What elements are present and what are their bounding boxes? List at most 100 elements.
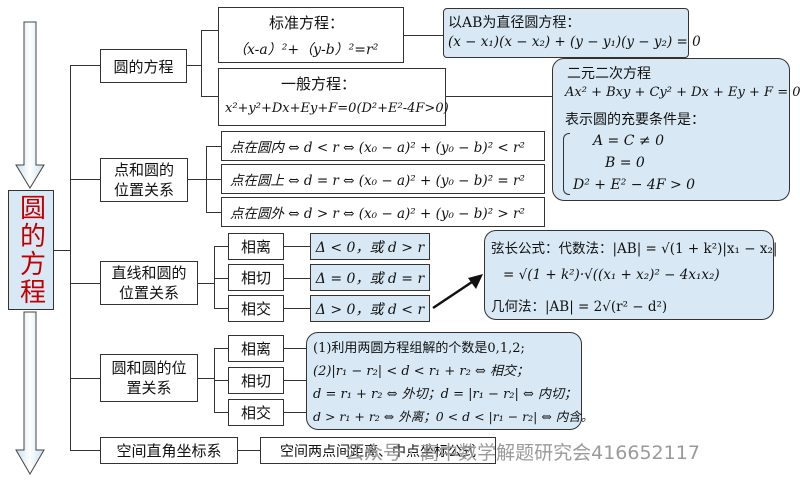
standard-title: 标准方程： bbox=[269, 14, 345, 32]
quad-condition: 表示圆的充要条件是： bbox=[565, 112, 705, 128]
standard-equation-box: 标准方程： （x-a）²+（y-b）²=r² bbox=[218, 7, 404, 63]
watermark: 公众号 · 高中数学解题研究会416652117 bbox=[345, 442, 700, 464]
connector bbox=[284, 380, 306, 382]
line-sep: 相离 bbox=[240, 238, 271, 256]
connector bbox=[70, 450, 100, 452]
root-node: 圆的方程 bbox=[8, 190, 54, 310]
connector bbox=[201, 96, 219, 98]
node-label: 位置关系 bbox=[113, 181, 174, 199]
space-formula: 空间两点间距离、中点坐标公式 bbox=[280, 443, 476, 460]
quad-title: 二元二次方程 bbox=[567, 66, 651, 82]
connector bbox=[187, 65, 201, 67]
line-sep-box: 相离 bbox=[228, 233, 284, 260]
connector bbox=[404, 35, 444, 37]
connector bbox=[284, 278, 310, 280]
line-tan: 相切 bbox=[240, 269, 271, 287]
connector bbox=[214, 246, 228, 248]
chord-line-2: = √(1 + k²)·√((x₁ + x₂)² − 4x₁x₂) bbox=[503, 267, 720, 283]
node-line-circle: 直线和圆的 位置关系 bbox=[100, 261, 198, 305]
connector bbox=[214, 412, 228, 414]
diameter-equation-box: 以AB为直径圆方程： (x − x₁)(x − x₂) + (y − y₁)(y… bbox=[443, 8, 701, 58]
connector bbox=[284, 348, 306, 350]
connector bbox=[206, 146, 222, 148]
connector bbox=[284, 308, 310, 310]
cc-note-3: d = r₁ + r₂ ⇔ 外切；d = |r₁ − r₂| ⇔ 内切； bbox=[313, 387, 578, 402]
connector bbox=[284, 246, 310, 248]
cc-sep: 相离 bbox=[240, 340, 271, 358]
connector bbox=[238, 450, 260, 452]
chord-length-box: 弦长公式：代数法：|AB| = √(1 + k²)|x₁ − x₂| = √(1… bbox=[484, 230, 778, 320]
standard-eq: （x-a）²+（y-b）²=r² bbox=[233, 42, 379, 58]
chord-line-1: 弦长公式：代数法：|AB| = √(1 + k²)|x₁ − x₂| bbox=[491, 241, 778, 257]
connector bbox=[214, 308, 228, 310]
point-inside: 点在圆内 ⇔ d < r ⇔ (x₀ − a)² + (y₀ − b)² < r… bbox=[230, 140, 525, 156]
point-outside: 点在圆外 ⇔ d > r ⇔ (x₀ − a)² + (y₀ − b)² > r… bbox=[230, 206, 525, 222]
node-circle-circle: 圆和圆的位 置关系 bbox=[100, 354, 198, 402]
diameter-title: 以AB为直径圆方程： bbox=[448, 15, 581, 31]
line-sep-cond: Δ < 0，或 d > r bbox=[315, 239, 425, 256]
connector bbox=[70, 179, 100, 181]
line-tan-cond: Δ = 0，或 d = r bbox=[315, 270, 425, 287]
diameter-eq: (x − x₁)(x − x₂) + (y − y₁)(y − y₂) = 0 bbox=[448, 34, 701, 50]
node-label: 置关系 bbox=[126, 379, 172, 397]
cc-tan-box: 相切 bbox=[228, 367, 284, 394]
general-equation-box: 一般方程： x²+y²+Dx+Ey+F=0(D²+E²-4F>0) bbox=[218, 68, 449, 126]
node-label: 圆的方程 bbox=[113, 57, 174, 76]
connector bbox=[214, 246, 216, 308]
connector bbox=[70, 65, 72, 451]
node-space-coordinates: 空间直角坐标系 bbox=[100, 437, 238, 464]
general-title: 一般方程： bbox=[281, 75, 357, 93]
quadratic-condition-box: 二元二次方程 Ax² + Bxy + Cy² + Dx + Ey + F = 0… bbox=[552, 58, 800, 201]
connector bbox=[188, 179, 206, 181]
cc-tan: 相切 bbox=[240, 372, 271, 390]
cc-sep-box: 相离 bbox=[228, 335, 284, 362]
connector bbox=[214, 278, 228, 280]
connector bbox=[198, 283, 214, 285]
line-int-cond-box: Δ > 0，或 d < r bbox=[310, 295, 430, 322]
line-int-cond: Δ > 0，或 d < r bbox=[315, 301, 425, 318]
cc-note-1: (1)利用两圆方程组解的个数是0,1,2; bbox=[313, 341, 525, 356]
line-tan-box: 相切 bbox=[228, 264, 284, 291]
root-label: 圆的方程 bbox=[15, 194, 46, 306]
quad-eq: Ax² + Bxy + Cy² + Dx + Ey + F = 0 bbox=[565, 85, 800, 100]
chord-line-3: 几何法：|AB| = 2√(r² − d²) bbox=[491, 299, 668, 315]
point-on-box: 点在圆上 ⇔ d = r ⇔ (x₀ − a)² + (y₀ − b)² = r… bbox=[221, 164, 545, 194]
connector bbox=[201, 30, 203, 96]
node-point-circle: 点和圆的 位置关系 bbox=[100, 158, 188, 202]
node-label: 空间直角坐标系 bbox=[116, 442, 222, 460]
connector bbox=[214, 380, 228, 382]
line-sep-cond-box: Δ < 0，或 d > r bbox=[310, 233, 430, 260]
connector bbox=[201, 30, 219, 32]
point-inside-box: 点在圆内 ⇔ d < r ⇔ (x₀ − a)² + (y₀ − b)² < r… bbox=[221, 131, 545, 161]
space-formula-box: 空间两点间距离、中点坐标公式 bbox=[260, 437, 496, 464]
connector bbox=[54, 250, 70, 252]
point-on: 点在圆上 ⇔ d = r ⇔ (x₀ − a)² + (y₀ − b)² = r… bbox=[230, 173, 525, 189]
connector bbox=[214, 348, 228, 350]
cc-int-box: 相交 bbox=[228, 399, 284, 426]
brace bbox=[563, 133, 570, 195]
point-outside-box: 点在圆外 ⇔ d > r ⇔ (x₀ − a)² + (y₀ − b)² > r… bbox=[221, 197, 545, 227]
general-eq: x²+y²+Dx+Ey+F=0(D²+E²-4F>0) bbox=[225, 101, 449, 116]
node-circle-equation: 圆的方程 bbox=[100, 49, 187, 83]
cc-note-2: (2)|r₁ − r₂| < d < r₁ + r₂ ⇔ 相交； bbox=[313, 364, 529, 379]
line-tan-cond-box: Δ = 0，或 d = r bbox=[310, 264, 430, 291]
connector bbox=[206, 179, 222, 181]
line-int-box: 相交 bbox=[228, 295, 284, 322]
node-label: 点和圆的 bbox=[113, 161, 174, 179]
node-label: 位置关系 bbox=[118, 284, 179, 302]
condition-1: A = C ≠ 0 bbox=[593, 133, 664, 149]
condition-2: B = 0 bbox=[605, 155, 645, 171]
connector bbox=[70, 378, 100, 380]
line-int: 相交 bbox=[240, 300, 271, 318]
circle-circle-note-box: (1)利用两圆方程组解的个数是0,1,2; (2)|r₁ − r₂| < d <… bbox=[306, 332, 593, 430]
connector bbox=[206, 212, 222, 214]
cc-int: 相交 bbox=[240, 404, 271, 422]
condition-3: D² + E² − 4F > 0 bbox=[573, 177, 696, 193]
connector bbox=[198, 378, 214, 380]
connector bbox=[284, 412, 306, 414]
connector bbox=[446, 96, 553, 98]
connector bbox=[70, 283, 100, 285]
node-label: 直线和圆的 bbox=[111, 264, 187, 282]
connector bbox=[70, 65, 100, 67]
